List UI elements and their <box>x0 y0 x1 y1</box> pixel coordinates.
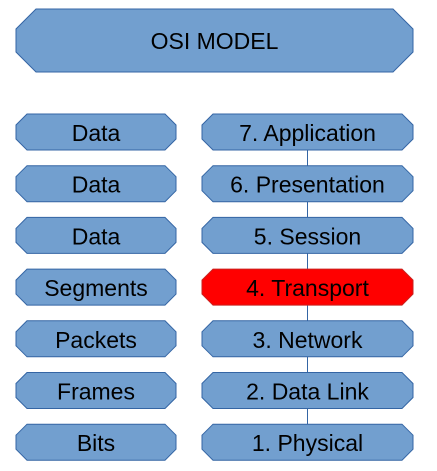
osi-layer-box-shape <box>201 423 414 461</box>
data-unit-box: Data <box>15 216 177 254</box>
data-unit-box: Segments <box>15 268 177 306</box>
osi-layer-box: 3. Network <box>201 320 414 358</box>
osi-layer-box: 1. Physical <box>201 423 414 461</box>
osi-layer-box-label: 5. Session <box>254 223 361 249</box>
osi-layer-box-label: 7. Application <box>239 120 376 146</box>
data-unit-box-shape <box>15 268 177 306</box>
data-unit-box-shape <box>15 423 177 461</box>
data-unit-box-label: Data <box>72 120 121 146</box>
osi-layer-box-label: 1. Physical <box>252 430 363 456</box>
diagram-title: OSI MODEL <box>151 28 279 54</box>
osi-layer-box-highlighted-shape <box>201 268 414 306</box>
osi-layer-box-label: 2. Data Link <box>246 379 369 405</box>
osi-layer-box: 2. Data Link <box>201 372 414 409</box>
data-unit-box-shape <box>15 113 177 151</box>
data-unit-box: Data <box>15 113 177 151</box>
data-unit-box-label: Data <box>72 223 121 249</box>
data-unit-box-shape <box>15 165 177 203</box>
data-unit-box-shape <box>15 320 177 358</box>
data-unit-box-shape <box>15 372 177 409</box>
data-unit-box-label: Frames <box>57 379 135 405</box>
osi-layer-box: 7. Application <box>201 113 414 151</box>
osi-layer-box: 6. Presentation <box>201 165 414 203</box>
osi-layer-box-shape <box>201 320 414 358</box>
data-unit-box-label: Data <box>72 172 121 198</box>
title-box-shape <box>15 8 414 73</box>
osi-layer-box-label: 6. Presentation <box>230 172 385 198</box>
osi-layer-box-shape <box>201 372 414 409</box>
data-unit-box: Bits <box>15 423 177 461</box>
osi-layer-box-shape <box>201 165 414 203</box>
title-box: OSI MODEL <box>15 8 414 73</box>
osi-layer-box: 5. Session <box>201 216 414 254</box>
osi-layer-box-highlighted-label: 4. Transport <box>246 275 369 301</box>
osi-layer-box-shape <box>201 113 414 151</box>
data-unit-box: Data <box>15 165 177 203</box>
osi-layer-box-shape <box>201 216 414 254</box>
data-unit-box-label: Bits <box>77 430 115 456</box>
data-unit-box: Frames <box>15 372 177 409</box>
data-unit-box-label: Segments <box>44 275 148 301</box>
data-unit-box-label: Packets <box>55 327 137 353</box>
osi-layers-column: 7. Application 6. Presentation 5. Session 4… <box>201 113 414 461</box>
data-unit-box: Packets <box>15 320 177 358</box>
osi-layer-box-label: 3. Network <box>253 327 363 353</box>
osi-layer-box-highlighted: 4. Transport <box>201 268 414 306</box>
data-unit-box-shape <box>15 216 177 254</box>
